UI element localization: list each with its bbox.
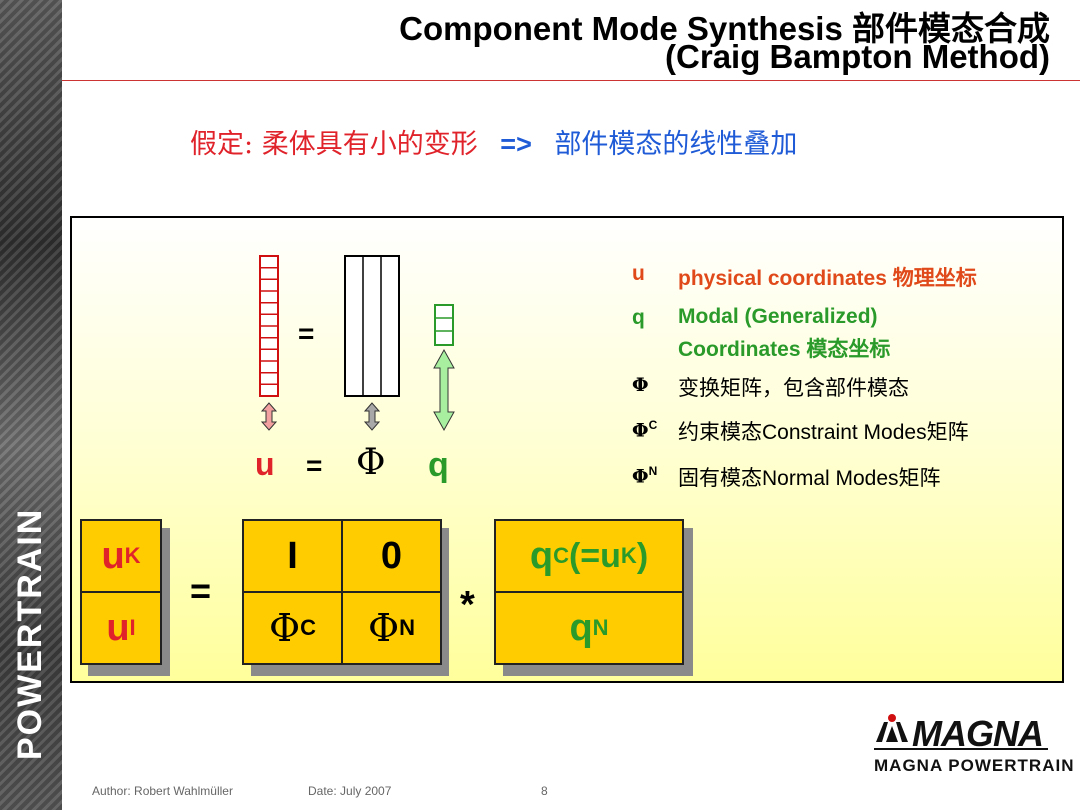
legend-text-q-line1: Modal (Generalized)	[678, 305, 878, 328]
q-vector-icon	[434, 304, 454, 346]
sidebar-brand: POWERTRAIN	[11, 507, 49, 760]
equation-phi: Φ	[356, 442, 386, 483]
legend-text-q-line2: Coordinates 模态坐标	[678, 338, 891, 361]
block-zero: 0	[341, 519, 442, 593]
legend-symbol-phi-c: ΦC	[632, 418, 658, 442]
legend-symbol-phi-n: ΦN	[632, 464, 658, 488]
page-title-line-1: Component Mode Synthesis 部件模态合成	[399, 10, 1050, 47]
magna-logo-subtitle: MAGNA POWERTRAIN	[874, 756, 1075, 775]
q-double-arrow-icon	[433, 348, 455, 432]
equation-equals: =	[306, 450, 323, 481]
diagram-equals: =	[298, 318, 315, 349]
block-identity: I	[242, 519, 343, 593]
phi-double-arrow-icon	[363, 402, 381, 431]
legend-text-phi-c: 约束模态Constraint Modes矩阵	[678, 421, 969, 444]
u-vector-icon	[259, 255, 279, 397]
sidebar-decoration: POWERTRAIN	[0, 0, 62, 810]
magna-logo-icon	[876, 714, 908, 742]
footer-page-number: 8	[541, 784, 548, 798]
legend-symbol-q: q	[632, 306, 645, 329]
matrix-diagram	[259, 255, 455, 432]
block-times: *	[460, 584, 475, 626]
equation-q: q	[428, 446, 449, 484]
u-double-arrow-icon	[260, 402, 278, 431]
legend-text-u: physical coordinates 物理坐标	[678, 267, 977, 290]
phi-matrix-icon	[344, 255, 400, 397]
legend-text-phi-n: 固有模态Normal Modes矩阵	[678, 467, 941, 490]
equation-u: u	[255, 446, 275, 482]
logo-divider	[874, 748, 1048, 750]
block-equals: =	[190, 570, 212, 611]
legend-symbol-u: u	[632, 262, 645, 285]
page-title-line-2: (Craig Bampton Method)	[665, 38, 1050, 75]
footer-author: Author: Robert Wahlmüller	[92, 784, 233, 798]
assumption-text: 柔体具有小的变形	[261, 129, 478, 160]
magna-logo-text: MAGNA	[912, 713, 1044, 754]
assumption-line: 假定: 柔体具有小的变形 => 部件模态的线性叠加	[190, 122, 797, 161]
title-divider	[62, 80, 1080, 81]
legend-text-phi: 变换矩阵，包含部件模态	[678, 376, 909, 400]
assumption-arrow: =>	[500, 129, 532, 159]
assumption-result: 部件模态的线性叠加	[554, 129, 798, 160]
assumption-prefix: 假定:	[190, 129, 254, 160]
legend-symbol-phi: Φ	[632, 374, 649, 396]
footer-date: Date: July 2007	[308, 784, 392, 798]
